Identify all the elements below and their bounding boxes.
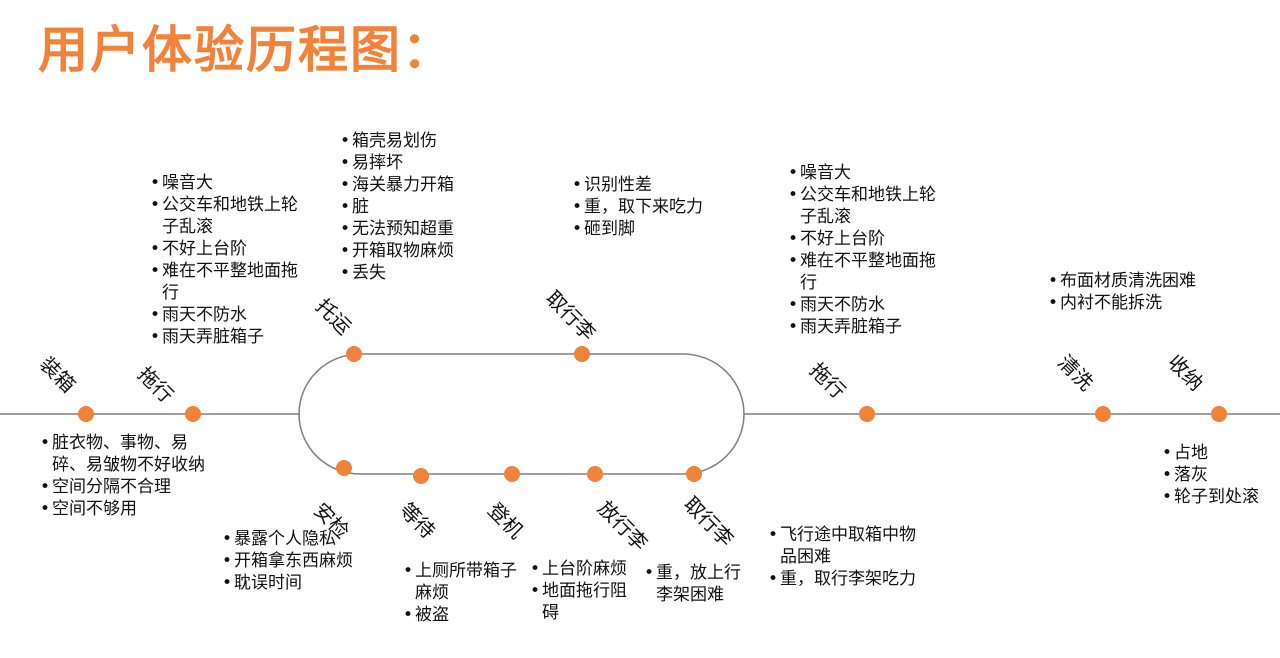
- pain-point: 开箱取物麻烦: [340, 240, 502, 262]
- pain-point: 箱壳易划伤: [340, 130, 502, 152]
- pain-point: 雨天不防水: [150, 304, 312, 326]
- pain-point: 轮子到处滚: [1162, 486, 1280, 508]
- pain-point: 公交车和地铁上轮子乱滚: [788, 184, 950, 228]
- pain-point: 占地: [1162, 442, 1280, 464]
- pain-points-fangxingli: 重，放上行李架困难: [644, 562, 756, 606]
- pain-point: 丢失: [340, 262, 502, 284]
- stage-marker-dengji: [504, 466, 520, 482]
- stage-marker-tuoxing1: [185, 406, 201, 422]
- pain-points-quxingli2: 飞行途中取箱中物品困难重，取行李架吃力: [768, 524, 920, 590]
- pain-point: 被盗: [403, 604, 525, 626]
- pain-point: 雨天不防水: [788, 294, 950, 316]
- pain-points-tuoxing2: 噪音大公交车和地铁上轮子乱滚不好上台阶难在不平整地面拖行雨天不防水雨天弄脏箱子: [788, 162, 950, 338]
- pain-point: 脏: [340, 196, 502, 218]
- pain-points-zhuangxiang: 脏衣物、事物、易碎、易皱物不好收纳空间分隔不合理空间不够用: [40, 432, 212, 520]
- pain-point: 识别性差: [572, 174, 704, 196]
- stage-marker-shouna: [1211, 406, 1227, 422]
- page-title: 用户体验历程图：: [38, 21, 454, 79]
- pain-points-tuoyun: 箱壳易划伤易摔坏海关暴力开箱脏无法预知超重开箱取物麻烦丢失: [340, 130, 502, 284]
- pain-point: 上台阶麻烦: [530, 558, 642, 580]
- pain-point: 难在不平整地面拖行: [788, 250, 950, 294]
- pain-point: 布面材质清洗困难: [1048, 270, 1210, 292]
- pain-point: 暴露个人隐私: [222, 528, 374, 550]
- pain-point: 易摔坏: [340, 152, 502, 174]
- pain-point: 地面拖行阻碍: [530, 580, 642, 624]
- pain-point: 砸到脚: [572, 218, 704, 240]
- pain-point: 重，取行李架吃力: [768, 568, 920, 590]
- stage-marker-anjian: [336, 460, 352, 476]
- pain-points-tuoxing1: 噪音大公交车和地铁上轮子乱滚不好上台阶难在不平整地面拖行雨天不防水雨天弄脏箱子: [150, 172, 312, 348]
- pain-point: 海关暴力开箱: [340, 174, 502, 196]
- pain-points-dengji: 上台阶麻烦地面拖行阻碍: [530, 558, 642, 624]
- pain-point: 开箱拿东西麻烦: [222, 550, 374, 572]
- pain-point: 上厕所带箱子麻烦: [403, 560, 525, 604]
- pain-point: 噪音大: [150, 172, 312, 194]
- stage-marker-zhuangxiang: [78, 406, 94, 422]
- pain-points-dengdai: 上厕所带箱子麻烦被盗: [403, 560, 525, 626]
- pain-point: 落灰: [1162, 464, 1280, 486]
- stage-marker-dengdai: [413, 468, 429, 484]
- pain-point: 无法预知超重: [340, 218, 502, 240]
- pain-points-shouna: 占地落灰轮子到处滚: [1162, 442, 1280, 508]
- pain-points-qingxi: 布面材质清洗困难内衬不能拆洗: [1048, 270, 1210, 314]
- pain-point: 空间分隔不合理: [40, 476, 212, 498]
- pain-point: 不好上台阶: [788, 228, 950, 250]
- pain-point: 脏衣物、事物、易碎、易皱物不好收纳: [40, 432, 212, 476]
- pain-point: 难在不平整地面拖行: [150, 260, 312, 304]
- pain-point: 雨天弄脏箱子: [788, 316, 950, 338]
- stage-marker-tuoxing2: [859, 406, 875, 422]
- pain-point: 重，放上行李架困难: [644, 562, 756, 606]
- pain-point: 噪音大: [788, 162, 950, 184]
- pain-point: 耽误时间: [222, 572, 374, 594]
- stage-marker-tuoyun: [346, 346, 362, 362]
- pain-point: 重，取下来吃力: [572, 196, 704, 218]
- stage-marker-quxingli1: [574, 346, 590, 362]
- stage-marker-fangxingli: [587, 466, 603, 482]
- pain-point: 空间不够用: [40, 498, 212, 520]
- stage-marker-qingxi: [1095, 406, 1111, 422]
- travel-loop: [298, 353, 745, 475]
- pain-points-anjian: 暴露个人隐私开箱拿东西麻烦耽误时间: [222, 528, 374, 594]
- pain-point: 内衬不能拆洗: [1048, 292, 1210, 314]
- pain-point: 公交车和地铁上轮子乱滚: [150, 194, 312, 238]
- stage-marker-quxingli2: [686, 466, 702, 482]
- pain-point: 雨天弄脏箱子: [150, 326, 312, 348]
- pain-points-quxingli1: 识别性差重，取下来吃力砸到脚: [572, 174, 704, 240]
- pain-point: 不好上台阶: [150, 238, 312, 260]
- pain-point: 飞行途中取箱中物品困难: [768, 524, 920, 568]
